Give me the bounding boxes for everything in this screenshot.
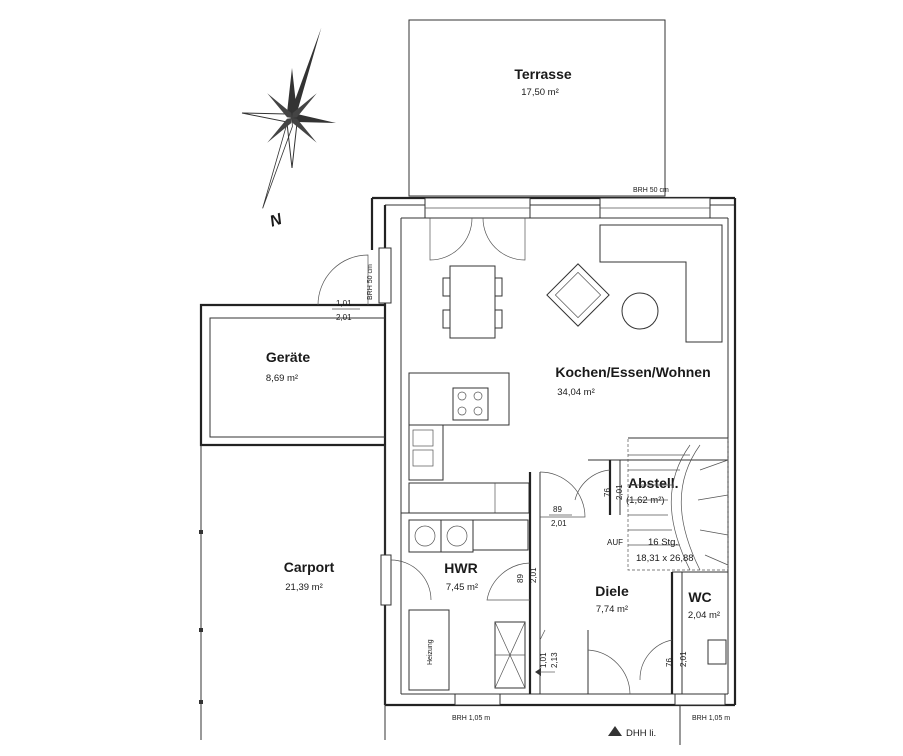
- entry-door-width: 1,01: [539, 652, 548, 668]
- neighbor-label: DHH li.: [626, 728, 656, 739]
- left-window: [378, 247, 392, 304]
- wc-door-swing: [639, 639, 673, 681]
- geraete-walls: [199, 303, 385, 447]
- terrasse-area-value: 17,50 m²: [521, 87, 559, 98]
- compass-star-icon: [241, 27, 336, 209]
- wc-door-height: 2,01: [679, 651, 688, 667]
- kitchen-door-swing: [539, 471, 586, 518]
- kitchen-door-height: 2,01: [551, 519, 567, 528]
- heating-unit: [408, 609, 450, 691]
- brh-left-label: BRH 50 cm: [367, 264, 374, 300]
- hwr-door-height: 2,01: [529, 567, 538, 583]
- staircase: [627, 437, 729, 571]
- bottom-windows: [454, 693, 726, 745]
- stairs-up-label: AUF: [607, 538, 623, 547]
- dining-table: [442, 265, 503, 339]
- geraete-door-height: 2,01: [336, 313, 352, 322]
- terrace-door-swings: [429, 217, 526, 261]
- kitchen-back-counter: [408, 482, 530, 514]
- hwr-door-swing: [486, 562, 531, 601]
- carport-area-value: 21,39 m²: [285, 582, 323, 593]
- round-table: [621, 292, 659, 330]
- wc-basin: [707, 639, 727, 665]
- sofa: [599, 224, 723, 343]
- terrasse-label: Terrasse: [514, 66, 572, 82]
- kitchen-island: [408, 372, 510, 426]
- stairs-steps-label: 16 Stg.: [648, 537, 678, 548]
- brh-bottom-right-label: BRH 1,05 m: [692, 715, 730, 722]
- hwr-walls: [401, 472, 541, 694]
- entry-door: [535, 629, 631, 695]
- carport-label: Carport: [284, 559, 335, 575]
- abstell-door-width: 76: [603, 488, 612, 497]
- kitchen-sink-counter: [408, 424, 444, 481]
- abstell-label: Abstell.: [628, 475, 679, 491]
- carport-door-swing: [390, 559, 432, 601]
- brh-top-label: BRH 50 cm: [633, 187, 669, 194]
- kochen-area-value: 34,04 m²: [557, 387, 595, 398]
- heating-label: Heizung: [427, 639, 434, 665]
- storage-shelf: [494, 621, 526, 689]
- kochen-label: Kochen/Essen/Wohnen: [555, 364, 710, 380]
- wc-area-value: 2,04 m²: [688, 610, 720, 621]
- hwr-door-width: 89: [516, 574, 525, 583]
- house-walls: [370, 196, 737, 707]
- entry-door-height: 2,13: [550, 652, 559, 668]
- abstell-walls: [588, 459, 728, 515]
- top-windows: [424, 197, 711, 219]
- armchair: [546, 263, 610, 327]
- kitchen-door-width: 89: [553, 505, 562, 514]
- hwr-label: HWR: [444, 560, 477, 576]
- diele-area-value: 7,74 m²: [596, 604, 628, 615]
- abstell-area-value: (1,62 m²): [626, 495, 665, 506]
- neighbor-triangle-icon: [608, 726, 622, 736]
- geraete-door-width: 1,01: [336, 299, 352, 308]
- terrasse-area: [408, 19, 666, 197]
- geraete-area-value: 8,69 m²: [266, 373, 298, 384]
- brh-bottom-left-label: BRH 1,05 m: [452, 715, 490, 722]
- wc-door-width: 76: [665, 658, 674, 667]
- hwr-area-value: 7,45 m²: [446, 582, 478, 593]
- carport-door: [380, 554, 392, 606]
- geraete-label: Geräte: [266, 349, 311, 365]
- stairs-dims-label: 18,31 x 26,88: [636, 553, 694, 564]
- diele-label: Diele: [595, 583, 629, 599]
- wc-walls: [670, 571, 728, 694]
- abstell-door-height: 2,01: [615, 484, 624, 500]
- compass-north-label: N: [268, 211, 285, 231]
- geraete-door-swing: [317, 254, 369, 306]
- wc-label: WC: [688, 589, 711, 605]
- washing-machine: [408, 519, 529, 553]
- abstell-door-swing: [574, 469, 611, 501]
